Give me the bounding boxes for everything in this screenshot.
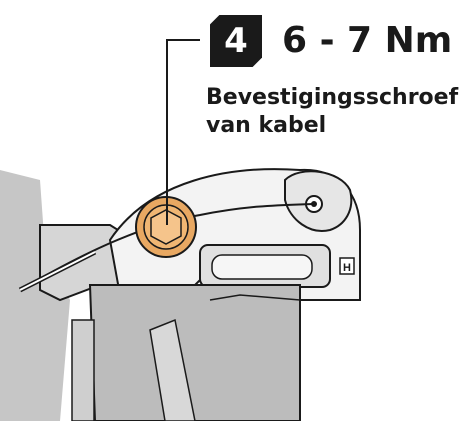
torque-value: 6 - 7 Nm xyxy=(282,20,453,61)
h-marker-box xyxy=(339,257,355,275)
caption-line-1: Bevestigingsschroef xyxy=(206,85,459,110)
derailleur-lower-slot xyxy=(149,318,196,421)
derailleur-side-knurl xyxy=(71,319,95,421)
limit-screw-barrel xyxy=(211,254,313,280)
part-caption: Bevestigingsschroef van kabel xyxy=(206,84,458,140)
cable-anchor-inner xyxy=(311,201,317,207)
callout-leader-line xyxy=(166,39,200,225)
derailleur-lower-plate xyxy=(88,284,301,421)
shift-cable-housing-inner xyxy=(19,251,96,291)
h-marker-icon: H xyxy=(343,262,351,274)
cable-fixing-bolt-hex xyxy=(150,209,182,245)
frame-left-shadow xyxy=(0,170,70,421)
step-number-badge: 4 xyxy=(210,15,262,67)
derailleur-lower-edge xyxy=(209,294,301,301)
caption-line-2: van kabel xyxy=(206,113,327,138)
